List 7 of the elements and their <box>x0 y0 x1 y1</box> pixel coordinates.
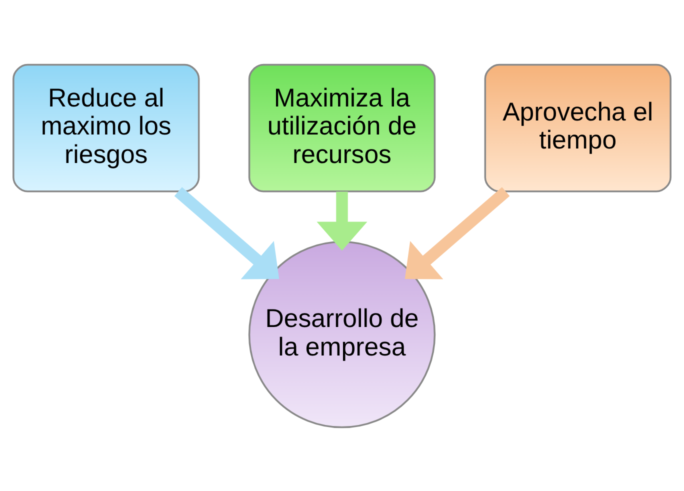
arrow <box>316 191 368 250</box>
arrow <box>404 186 510 279</box>
node-box: Maximiza la utilización de recursos <box>248 63 436 192</box>
node-box: Aprovecha el tiempo <box>484 63 672 192</box>
arrow <box>174 186 280 279</box>
node-circle: Desarrollo de la empresa <box>248 240 436 428</box>
node-box: Reduce al maximo los riesgos <box>12 63 200 192</box>
